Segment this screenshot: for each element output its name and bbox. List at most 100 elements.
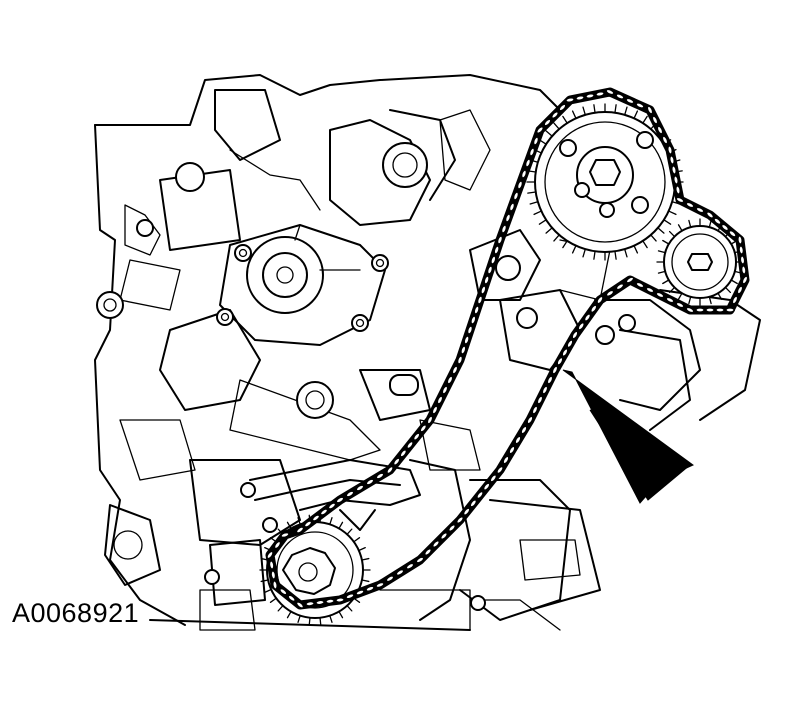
chain-link xyxy=(345,592,355,600)
chain-link xyxy=(325,598,335,605)
chain-link xyxy=(423,547,433,557)
chain-link xyxy=(386,465,394,475)
sprocket-tooth xyxy=(633,245,639,254)
chain-link xyxy=(489,473,498,483)
chain-link xyxy=(739,255,746,265)
chain-link xyxy=(741,275,749,285)
camshaft-sprocket-teeth xyxy=(526,103,684,261)
chain-link xyxy=(335,596,345,604)
sprocket-tooth xyxy=(657,250,666,254)
chain-link xyxy=(738,245,745,255)
chain-link xyxy=(740,265,747,275)
chain-link xyxy=(482,482,491,492)
chain-link xyxy=(705,307,716,314)
chain-link xyxy=(670,165,678,175)
chain-link xyxy=(666,145,674,155)
chain-link xyxy=(280,531,290,539)
chain-link xyxy=(451,365,459,375)
chain-link xyxy=(615,93,625,100)
chain-link xyxy=(528,147,536,157)
chain-link xyxy=(583,313,592,322)
sprocket-tooth xyxy=(642,240,648,249)
sprocket-tooth xyxy=(663,219,672,225)
sprocket-tooth xyxy=(346,605,353,612)
chain-link xyxy=(526,415,534,425)
chain-link xyxy=(615,282,625,291)
sprocket-tooth xyxy=(730,279,738,285)
chain-link xyxy=(674,185,682,195)
sprocket-tooth xyxy=(286,521,292,530)
chain-link xyxy=(720,223,730,232)
chain-link xyxy=(493,245,500,255)
chain-link xyxy=(532,136,540,146)
chain-link xyxy=(524,158,532,168)
chain-link xyxy=(355,484,365,492)
chain-link xyxy=(656,125,664,135)
chain-link xyxy=(520,169,528,179)
sprocket-tooth xyxy=(708,219,712,228)
sprocket-tooth xyxy=(269,597,277,603)
sprocket-tooth xyxy=(527,191,537,194)
chain-link xyxy=(550,110,560,120)
sprocket-tooth xyxy=(614,104,617,114)
chain-link xyxy=(535,125,545,135)
chain-link xyxy=(327,502,337,510)
sprocket-tooth xyxy=(264,588,272,594)
chain-link xyxy=(278,587,288,596)
chain-link xyxy=(512,191,520,201)
sprocket-tooth xyxy=(553,234,560,242)
chain-link xyxy=(305,600,315,607)
sprocket-tooth xyxy=(662,279,670,285)
chain-link xyxy=(476,295,484,305)
chain-link xyxy=(412,432,421,442)
chain-link xyxy=(655,291,665,299)
sprocket-tooth xyxy=(358,546,366,552)
chain-link xyxy=(551,365,559,375)
sprocket-tooth xyxy=(614,250,617,260)
chain-link xyxy=(508,202,516,212)
sprocket-tooth xyxy=(346,528,353,535)
chain-link xyxy=(419,423,428,433)
chain-link xyxy=(566,339,574,349)
sprocket-tooth xyxy=(260,579,269,583)
chain-link xyxy=(365,585,375,593)
sprocket-tooth xyxy=(533,210,542,216)
chain-link xyxy=(315,599,325,606)
sprocket-tooth xyxy=(286,610,292,619)
chain-link xyxy=(426,415,434,425)
chain-link xyxy=(473,305,480,315)
sprocket-tooth xyxy=(562,115,568,124)
chain-link xyxy=(266,550,274,560)
chain-link xyxy=(661,135,669,145)
sprocket-tooth xyxy=(319,617,322,626)
sprocket-tooth xyxy=(662,239,670,245)
sprocket-tooth xyxy=(724,286,732,294)
chain-link xyxy=(595,90,605,98)
chain-link xyxy=(273,540,282,550)
chain-link xyxy=(645,286,655,294)
chain-link xyxy=(665,296,675,304)
chain-link xyxy=(470,315,477,325)
sprocket-tooth xyxy=(624,248,628,258)
chain-link xyxy=(496,235,504,245)
chain-link xyxy=(558,103,567,112)
chain-link xyxy=(516,180,524,190)
chain-link xyxy=(295,601,305,609)
sprocket-tooth xyxy=(308,617,311,626)
water-pump xyxy=(219,224,386,346)
chain-link xyxy=(668,155,676,165)
chain-link xyxy=(455,515,465,525)
sprocket-tooth xyxy=(593,104,596,114)
chain-link xyxy=(463,335,470,345)
chain-link xyxy=(486,265,494,275)
timing-chain xyxy=(265,87,750,610)
chain-link xyxy=(536,395,544,405)
sprocket-tooth xyxy=(624,106,628,116)
sprocket-tooth xyxy=(353,537,361,543)
chain-link xyxy=(392,457,401,467)
chain-link xyxy=(483,275,490,285)
chain-link xyxy=(270,570,277,580)
chain-link xyxy=(460,345,467,355)
chain-link xyxy=(514,435,522,445)
